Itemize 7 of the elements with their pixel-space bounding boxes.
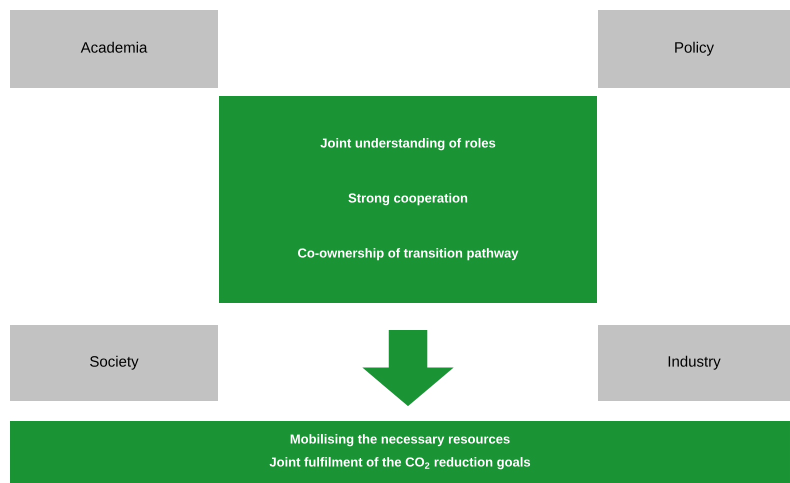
statement-box: Joint understanding of roles Strong cooperation Co-ownership of transition pathway — [219, 96, 597, 303]
block-arrow — [362, 330, 454, 406]
goal-banner: Mobilising the necessary resources Joint fulfilment of the CO$_{2}$ reduction goals — [10, 421, 790, 483]
stakeholder-box: Academia — [10, 10, 218, 88]
stakeholder-box: Policy — [598, 10, 790, 88]
stakeholder-box: Society — [10, 325, 218, 401]
stakeholder-box: Industry — [598, 325, 790, 401]
